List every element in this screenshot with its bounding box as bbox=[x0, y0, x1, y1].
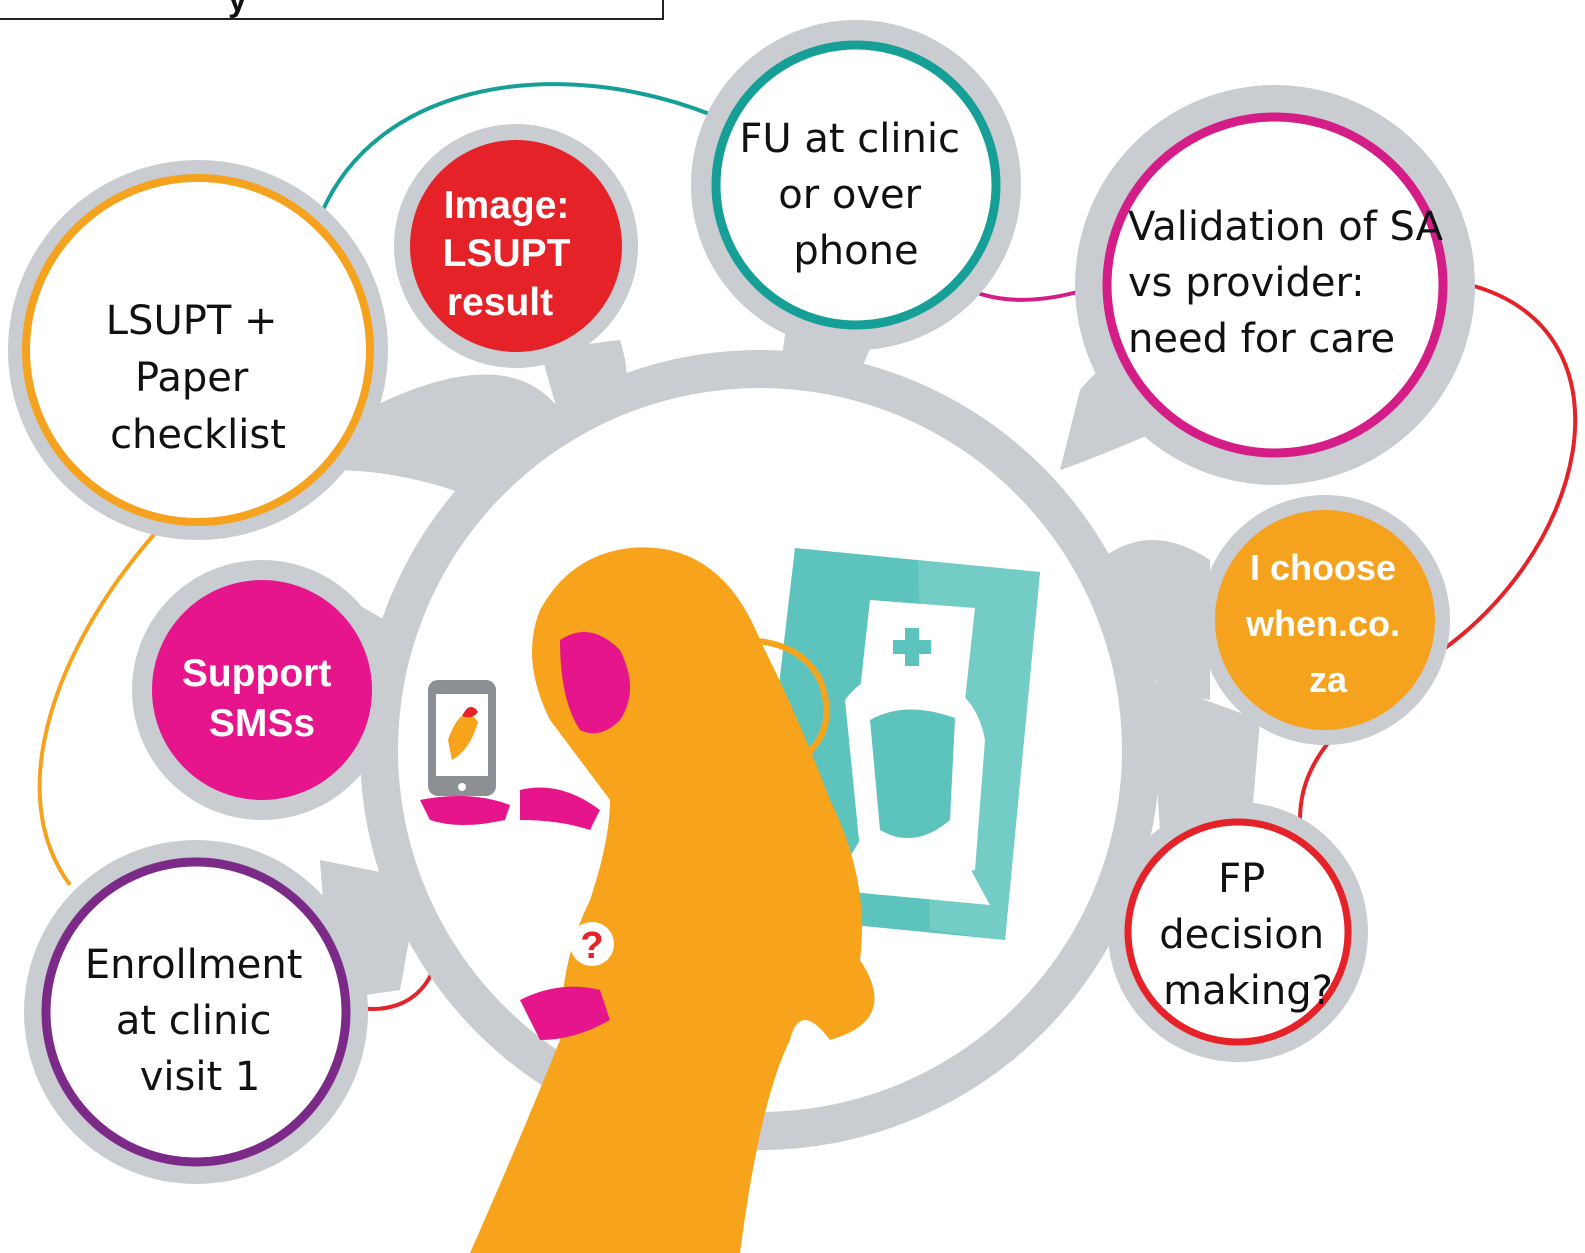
fu-clinic-line-2: or over bbox=[778, 172, 921, 218]
fp-decision-line-2: decision bbox=[1159, 912, 1324, 958]
enrollment-line-2: at clinic bbox=[116, 998, 272, 1044]
image-lsupt-line-1: Image: bbox=[444, 184, 570, 227]
woman-figure bbox=[420, 547, 875, 1253]
node-ichoose: I choose when.co. za bbox=[1200, 495, 1450, 745]
header-text: y bbox=[228, 0, 247, 19]
validation-line-3: need for care bbox=[1128, 316, 1395, 362]
image-lsupt-line-3: result bbox=[447, 281, 553, 324]
fp-decision-line-3: making? bbox=[1163, 968, 1333, 1014]
orange-connector-left bbox=[37, 528, 160, 887]
red-connector-right bbox=[1298, 283, 1578, 821]
header-box: y bbox=[0, 0, 664, 20]
node-validation: Validation of SA vs provider: need for c… bbox=[1075, 85, 1475, 485]
fu-clinic-line-3: phone bbox=[793, 228, 918, 274]
node-fp-decision: FP decision making? bbox=[1108, 802, 1368, 1062]
ichoose-line-1: I choose bbox=[1250, 547, 1396, 588]
svg-text:FU at clinic or over: FU at clinic or over phone bbox=[739, 116, 972, 274]
svg-text:I choose when.co.: I choose when.co. za bbox=[1245, 547, 1410, 700]
lsupt-paper-line-1: LSUPT + bbox=[106, 298, 278, 344]
enrollment-line-3: visit 1 bbox=[140, 1054, 261, 1100]
enrollment-line-1: Enrollment bbox=[85, 942, 303, 988]
image-lsupt-line-2: LSUPT bbox=[443, 232, 571, 275]
magenta-connector bbox=[974, 288, 1086, 302]
support-sms-line-1: Support bbox=[182, 652, 331, 695]
svg-text:Validation of SA vs prov: Validation of SA vs provider: need for c… bbox=[1128, 204, 1456, 362]
fp-decision-line-1: FP bbox=[1218, 856, 1265, 902]
ichoose-line-3: za bbox=[1309, 659, 1348, 700]
svg-text:LSUPT + Paper chec: LSUPT + Paper checklist bbox=[106, 298, 290, 458]
svg-text:FP decision making: FP decision making? bbox=[1159, 856, 1337, 1014]
svg-text:Image: LSUPT resul: Image: LSUPT result bbox=[443, 184, 582, 324]
node-lsupt-paper: LSUPT + Paper checklist bbox=[8, 160, 388, 540]
node-support-sms: Support SMSs bbox=[132, 560, 392, 820]
node-fu-clinic: FU at clinic or over phone bbox=[691, 20, 1021, 350]
validation-line-1: Validation of SA bbox=[1128, 204, 1444, 250]
question-mark-glyph: ? bbox=[580, 925, 603, 967]
node-enrollment: Enrollment at clinic visit 1 bbox=[24, 840, 368, 1184]
svg-text:Enrollment at clinic: Enrollment at clinic visit 1 bbox=[85, 942, 315, 1100]
question-mark-icon: ? bbox=[570, 922, 614, 967]
validation-line-2: vs provider: bbox=[1128, 260, 1365, 306]
lsupt-paper-line-2: Paper bbox=[135, 355, 249, 401]
svg-text:Support SMSs: Support SMSs bbox=[182, 652, 342, 745]
support-sms-line-2: SMSs bbox=[209, 702, 315, 745]
teal-connector bbox=[320, 82, 713, 213]
node-image-lsupt: Image: LSUPT result bbox=[394, 124, 638, 368]
lsupt-paper-line-3: checklist bbox=[110, 412, 286, 458]
ichoose-line-2: when.co. bbox=[1245, 603, 1400, 644]
fu-clinic-line-1: FU at clinic bbox=[739, 116, 960, 162]
phone-icon bbox=[428, 680, 496, 796]
